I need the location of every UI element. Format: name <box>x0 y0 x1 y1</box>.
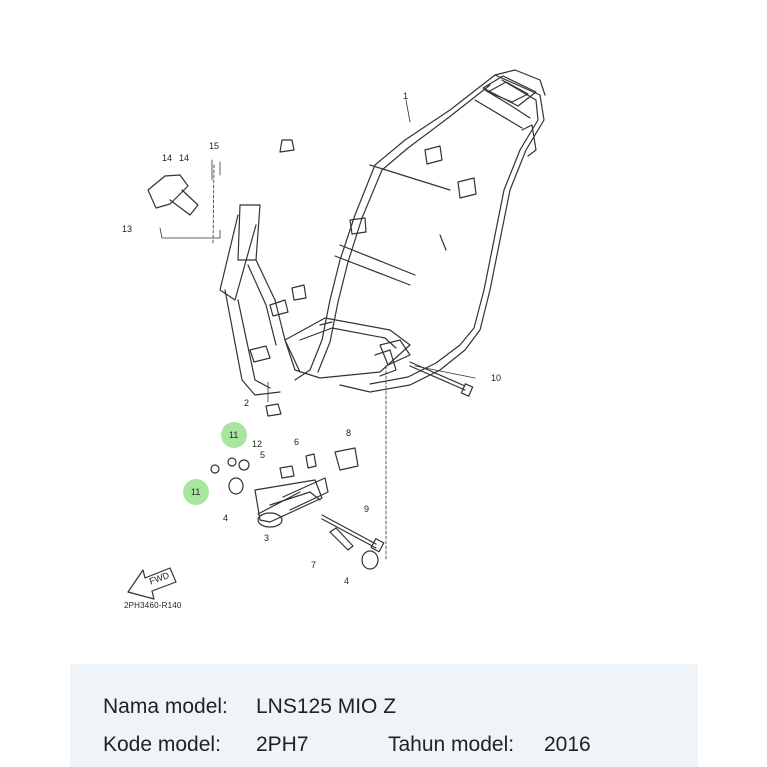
model-year-value: 2016 <box>544 733 591 756</box>
callout-10: 10 <box>491 373 501 383</box>
damper-8 <box>334 447 359 471</box>
callout-2: 2 <box>244 398 249 408</box>
nut-11-upper <box>227 457 237 467</box>
pipe-7 <box>329 527 354 551</box>
model-name-label: Nama model: <box>103 695 228 718</box>
frame-exploded-view: 1 2 3 4 4 5 6 7 8 9 10 11 11 12 13 14 14… <box>122 69 546 610</box>
plate-2 <box>265 403 282 417</box>
model-name-value: LNS125 MIO Z <box>256 695 397 718</box>
callout-13: 13 <box>122 224 132 234</box>
bolt-6 <box>305 453 317 469</box>
callout-3: 3 <box>264 533 269 543</box>
plate-5 <box>279 465 295 479</box>
callout-15: 15 <box>209 141 219 151</box>
bolt-10 <box>409 361 466 387</box>
callout-9: 9 <box>364 504 369 514</box>
callout-8: 8 <box>346 428 351 438</box>
bolt-9 <box>321 514 377 545</box>
callout-11-top: 11 <box>229 430 238 440</box>
washer-12 <box>238 459 250 471</box>
drawing-code: 2PH3460-R140 <box>124 601 182 610</box>
callout-6: 6 <box>294 437 299 447</box>
callout-7: 7 <box>311 560 316 570</box>
callout-12: 12 <box>252 439 262 449</box>
nut-11-lower <box>210 464 220 474</box>
collar-4-left <box>228 477 244 495</box>
callout-5: 5 <box>260 450 265 460</box>
fwd-label: FWD <box>148 570 171 587</box>
frame-left-rail <box>294 74 496 381</box>
callout-1: 1 <box>403 91 408 101</box>
callout-4-left: 4 <box>223 513 228 523</box>
callout-11-highlight-bottom <box>183 479 209 505</box>
frame-right-rail <box>339 74 545 393</box>
callout-11-bottom: 11 <box>191 487 200 497</box>
model-code-label: Kode model: <box>103 733 221 756</box>
engine-mount-3 <box>254 479 323 523</box>
callout-14-left: 14 <box>162 153 172 163</box>
damper-15 <box>279 139 295 153</box>
model-code-value: 2PH7 <box>256 733 309 756</box>
model-year-label: Tahun model: <box>388 733 515 756</box>
collar-4-right <box>361 550 379 570</box>
model-info-panel: Nama model: LNS125 MIO Z Kode model: 2PH… <box>70 664 698 767</box>
callout-11-highlight-top <box>221 422 247 448</box>
callout-4-right: 4 <box>344 576 349 586</box>
parts-diagram: 1 2 3 4 4 5 6 7 8 9 10 11 11 12 13 14 14… <box>70 0 698 662</box>
fwd-arrow <box>127 567 177 600</box>
callout-14-right: 14 <box>179 153 189 163</box>
bracket-13 <box>147 174 189 209</box>
